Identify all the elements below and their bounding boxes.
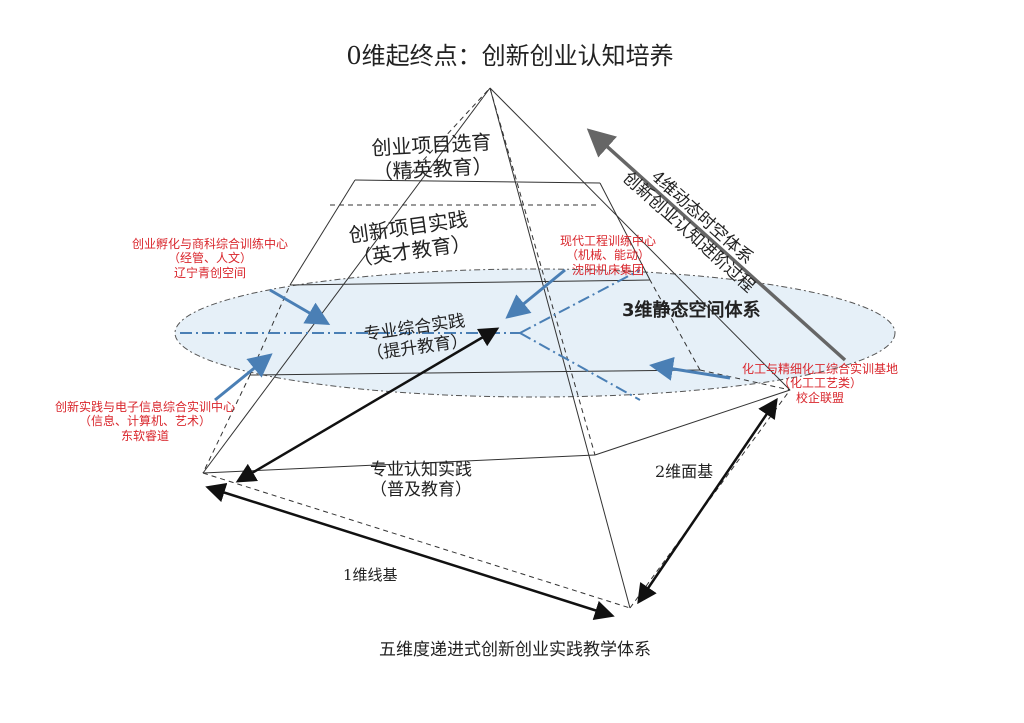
black-arrows: [205, 327, 778, 620]
dim3-label: 3维静态空间体系: [622, 300, 761, 321]
caption: 五维度递进式创新创业实践教学体系: [379, 640, 651, 660]
center-label-2: 现代工程训练中心（机械、能动）沈阳机床集团: [560, 234, 657, 277]
center-label-4: 化工与精细化工综合实训基地（化工工艺类）校企联盟: [742, 362, 899, 405]
layer-1: 创业项目选育（精英教育）: [370, 129, 494, 185]
center-label-1: 创业孵化与商科综合训练中心（经管、人文）辽宁青创空间: [132, 237, 289, 280]
center-label-3: 创新实践与电子信息综合实训中心（信息、计算机、艺术）东软睿道: [55, 400, 236, 443]
dim4-arrow: [586, 128, 847, 362]
dim2-label: 2维面基: [655, 462, 714, 481]
page-title: 0维起终点：创新创业认知培养: [346, 42, 674, 70]
layer-4: 专业认知实践（普及教育）: [370, 460, 472, 501]
dim1-label: 1维线基: [343, 566, 398, 584]
